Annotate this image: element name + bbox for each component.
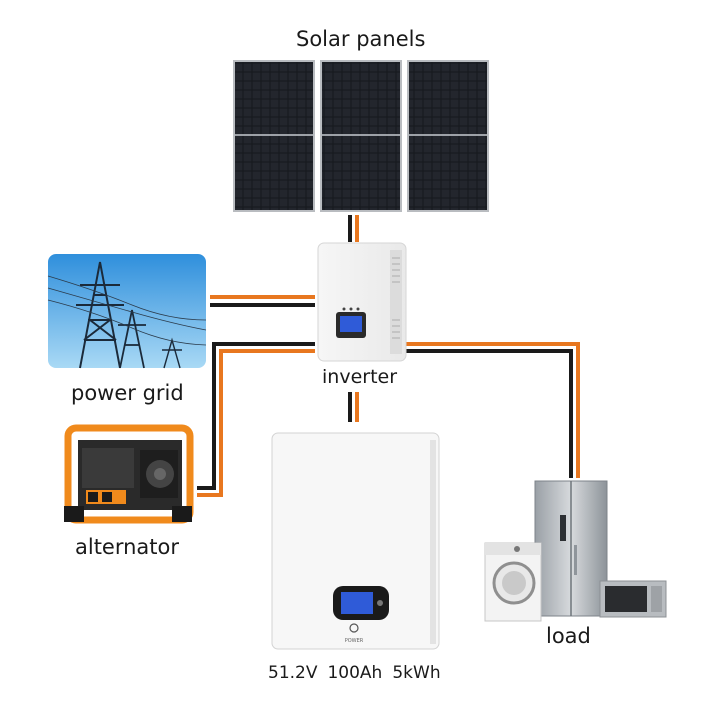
cable-solar-inverter: [348, 215, 359, 242]
solar-panels-label: Solar panels: [296, 27, 426, 51]
load-appliances: [484, 480, 667, 622]
battery-voltage: 51.2V: [268, 663, 318, 683]
pylon-icon-2: [118, 309, 146, 369]
pylon-icon: [76, 261, 124, 369]
inverter-label: inverter: [322, 366, 398, 388]
microwave: [599, 580, 667, 618]
pylon-icon-3: [162, 337, 182, 369]
battery: POWER: [271, 432, 440, 650]
power-grid-image: [47, 254, 207, 369]
cable-grid-inverter: [210, 295, 315, 307]
refrigerator: [534, 480, 608, 617]
alternator-label: alternator: [75, 535, 180, 559]
solar-panel-3: [407, 60, 489, 212]
battery-capacity: 100Ah: [327, 663, 383, 683]
power-lines: [47, 275, 207, 346]
solar-panel-2: [320, 60, 402, 212]
battery-spec-label: 51.2V 100Ah 5kWh: [268, 663, 451, 683]
power-grid-label: power grid: [71, 381, 184, 405]
load-label: load: [546, 624, 591, 648]
solar-panel-1: [233, 60, 315, 212]
cable-inverter-battery: [348, 392, 359, 422]
washing-machine: [484, 542, 542, 622]
inverter-vents: [392, 257, 400, 339]
battery-energy: 5kWh: [392, 663, 441, 683]
cable-inverter-load: [405, 342, 580, 478]
cable-alternator-inverter: [197, 342, 315, 497]
cables: [197, 215, 580, 497]
alternator-image: [64, 424, 194, 524]
power-icon: [349, 623, 359, 633]
solar-panels: [233, 60, 489, 212]
battery-brand: POWER: [345, 638, 364, 644]
inverter: [317, 242, 407, 362]
